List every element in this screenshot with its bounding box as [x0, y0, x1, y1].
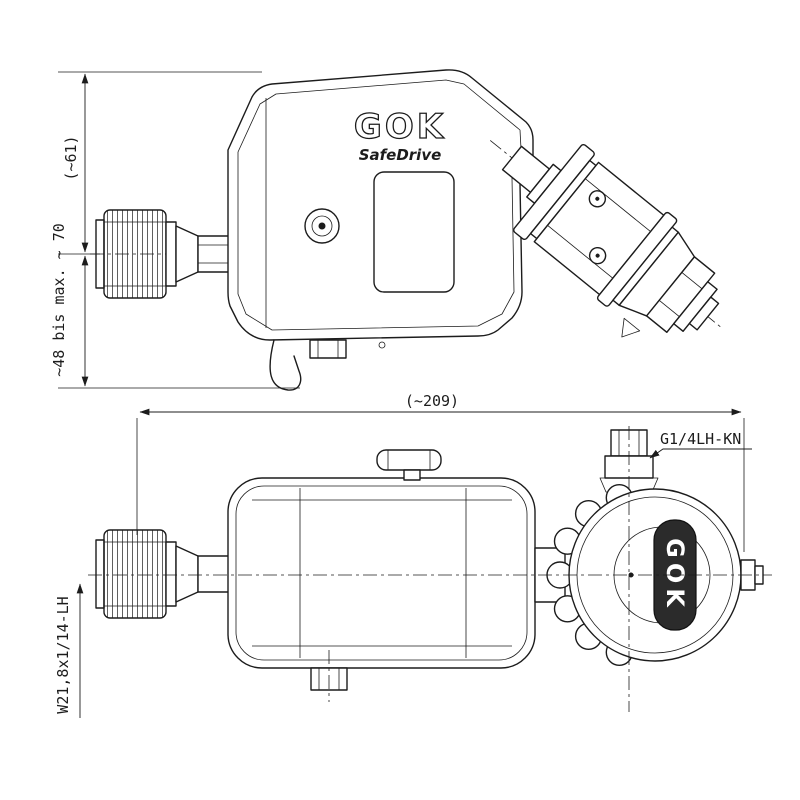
- plan-outlet-nipple: G1/4LH-KN: [599, 429, 752, 493]
- dimension-height: (~61) ~48 bis max. ~ 70: [50, 71, 300, 389]
- dimension-length: (~209): [136, 392, 745, 552]
- side-view-angled-valve: [489, 140, 721, 338]
- thread-outlet-label: G1/4LH-KN: [660, 430, 741, 448]
- reset-lever: [269, 339, 302, 391]
- brand-sub-text: SafeDrive: [359, 146, 442, 164]
- flow-direction-arrow: [621, 317, 641, 338]
- plan-view: (~209) G1/4LH-KN: [54, 392, 772, 718]
- plan-inlet-connector: [95, 529, 231, 619]
- thread-inlet-label: W21,8x1/14-LH: [54, 596, 72, 713]
- tee-handle: [376, 449, 442, 471]
- dim-height-top-label: (~61): [62, 135, 80, 180]
- dimension-inlet-thread: W21,8x1/14-LH: [54, 583, 84, 718]
- inlet-knurled-nut: [103, 209, 167, 299]
- dim-length-label: (~209): [405, 392, 459, 410]
- vent-port: [318, 222, 326, 230]
- dim-height-range-label: ~48 bis max. ~ 70: [50, 223, 68, 377]
- inlet-knurled-nut-plan: [103, 529, 167, 619]
- side-view-inlet-connector: [90, 209, 240, 299]
- side-view: GOK SafeDrive: [50, 69, 721, 391]
- plan-body: [227, 449, 536, 702]
- side-view-body: GOK SafeDrive: [227, 69, 534, 391]
- brand-logo-text: GOK: [354, 107, 446, 147]
